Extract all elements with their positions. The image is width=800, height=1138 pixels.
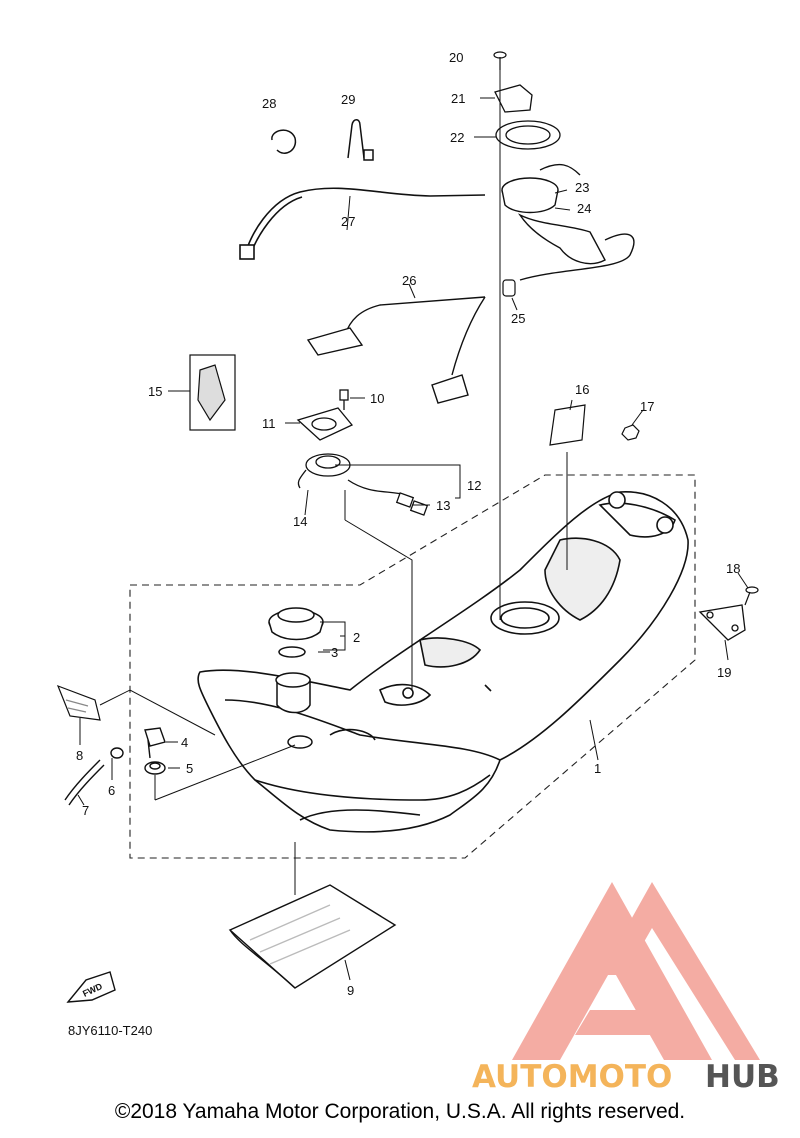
warning-label (56, 684, 101, 721)
label-17: 17 (640, 399, 654, 414)
label-19: 19 (717, 665, 731, 680)
leader-lines (77, 70, 749, 981)
hose-cap (502, 279, 516, 297)
label-5: 5 (186, 761, 193, 776)
label-20: 20 (449, 50, 463, 65)
breather-hose (64, 759, 105, 806)
grommet (144, 761, 166, 775)
pump-cover (494, 84, 533, 113)
screw (493, 51, 507, 70)
fuel-tank (197, 491, 689, 833)
watermark-text-hub: HUB (705, 1059, 780, 1095)
bracket-bolt (744, 586, 759, 606)
fitting (144, 727, 166, 759)
label-24: 24 (577, 201, 591, 216)
label-12: 12 (467, 478, 481, 493)
label-3: 3 (331, 645, 338, 660)
fwd-arrow: FWD (66, 971, 116, 1003)
label-22: 22 (450, 130, 464, 145)
label-29: 29 (341, 92, 355, 107)
label-8: 8 (76, 748, 83, 763)
pump-gasket (495, 120, 561, 150)
fuel-pump (501, 163, 581, 214)
label-15: 15 (148, 384, 162, 399)
label-9: 9 (347, 983, 354, 998)
bolt (339, 389, 349, 410)
part-labels: 1 2 3 4 5 6 7 8 9 10 11 12 13 14 15 16 1… (76, 50, 740, 998)
label-21: 21 (451, 91, 465, 106)
diagram-code: 8JY6110-T240 (68, 1023, 152, 1038)
clip (110, 747, 124, 759)
wiring-box (189, 354, 236, 431)
damper-pad (549, 404, 586, 446)
harness-clamp (347, 119, 374, 161)
label-6: 6 (108, 783, 115, 798)
bracket (698, 604, 746, 641)
fuel-hose (306, 296, 486, 404)
label-16: 16 (575, 382, 589, 397)
fuel-sender (297, 453, 429, 516)
wire-harness (239, 187, 486, 260)
copyright-notice: ©2018 Yamaha Motor Corporation, U.S.A. A… (114, 1100, 686, 1123)
label-13: 13 (436, 498, 450, 513)
label-4: 4 (181, 735, 188, 750)
label-27: 27 (341, 214, 355, 229)
label-10: 10 (370, 391, 384, 406)
label-7: 7 (82, 803, 89, 818)
watermark-text-main: AUTOMOTO (472, 1059, 672, 1095)
manual-sheet (228, 884, 397, 989)
nut (621, 424, 640, 441)
label-28: 28 (262, 96, 276, 111)
label-18: 18 (726, 561, 740, 576)
filler-cap (268, 607, 324, 641)
label-23: 23 (575, 180, 589, 195)
label-26: 26 (402, 273, 416, 288)
pump-strainer (517, 213, 635, 281)
label-2: 2 (353, 630, 360, 645)
watermark-logo (512, 882, 760, 1060)
assembly-boundary (129, 474, 696, 859)
label-1: 1 (594, 761, 601, 776)
o-ring (278, 646, 306, 658)
label-11: 11 (262, 416, 276, 431)
label-25: 25 (511, 311, 525, 326)
label-14: 14 (293, 514, 307, 529)
gasket (296, 407, 354, 441)
band (271, 129, 297, 154)
